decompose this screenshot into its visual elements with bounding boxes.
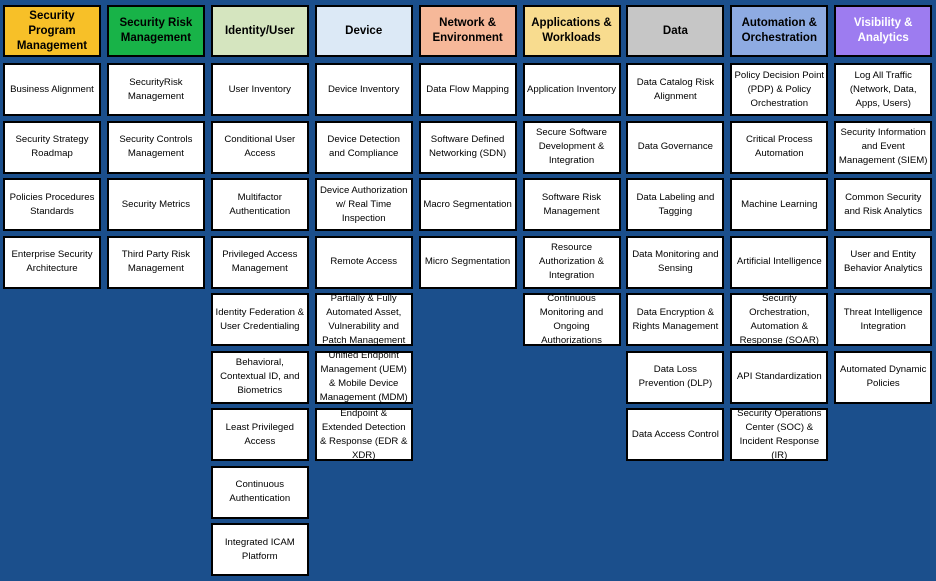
capability-list: Policy Decision Point (PDP) & Policy Orc… xyxy=(730,63,829,461)
capability-cell: Multifactor Authentication xyxy=(210,178,309,231)
capability-cell: Policy Decision Point (PDP) & Policy Orc… xyxy=(730,63,829,116)
capability-cell: Application Inventory xyxy=(522,63,621,116)
pillar-header-security-risk-management: Security Risk Management xyxy=(106,5,205,57)
pillar-header-device: Device xyxy=(314,5,413,57)
capability-cell: Automated Dynamic Policies xyxy=(834,350,933,404)
pillar-header-security-program-management: Security Program Management xyxy=(3,5,101,57)
capability-cell: Security Strategy Roadmap xyxy=(3,120,101,174)
capability-cell: Micro Segmentation xyxy=(418,235,517,289)
capability-cell: Continuous Authentication xyxy=(210,465,309,519)
capability-cell: Critical Process Automation xyxy=(730,120,829,174)
capability-cell: Third Party Risk Management xyxy=(106,235,205,289)
capability-cell: Log All Traffic (Network, Data, Apps, Us… xyxy=(834,63,933,116)
capability-cell: Enterprise Security Architecture xyxy=(3,235,101,289)
capability-cell: Endpoint & Extended Detection & Response… xyxy=(314,408,413,461)
capability-cell: Machine Learning xyxy=(730,178,829,231)
capability-cell: Device Authorization w/ Real Time Inspec… xyxy=(314,178,413,231)
capability-cell: Secure Software Development & Integratio… xyxy=(522,120,621,174)
capability-cell: Data Labeling and Tagging xyxy=(626,178,725,231)
capability-list: Log All Traffic (Network, Data, Apps, Us… xyxy=(834,63,933,404)
capability-cell: Security Operations Center (SOC) & Incid… xyxy=(730,408,829,461)
pillar-header-applications-workloads: Applications & Workloads xyxy=(522,5,621,57)
capability-cell: User and Entity Behavior Analytics xyxy=(834,235,933,289)
capability-cell: Artificial Intelligence xyxy=(730,235,829,289)
capability-cell: Data Encryption & Rights Management xyxy=(626,293,725,346)
capability-cell: Software Defined Networking (SDN) xyxy=(418,120,517,174)
capability-cell: Least Privileged Access xyxy=(210,408,309,461)
capability-cell: Remote Access xyxy=(314,235,413,289)
capability-cell: SecurityRisk Management xyxy=(106,63,205,116)
pillar-header-automation-orchestration: Automation & Orchestration xyxy=(730,5,829,57)
capability-cell: Device Detection and Compliance xyxy=(314,120,413,174)
capability-cell: Data Access Control xyxy=(626,408,725,461)
capability-cell: Data Loss Prevention (DLP) xyxy=(626,350,725,404)
capability-cell: Data Governance xyxy=(626,120,725,174)
capability-cell: User Inventory xyxy=(210,63,309,116)
capability-cell: Policies Procedures Standards xyxy=(3,178,101,231)
capability-cell: Privileged Access Management xyxy=(210,235,309,289)
capability-cell: Data Monitoring and Sensing xyxy=(626,235,725,289)
capability-cell: Security Information and Event Managemen… xyxy=(834,120,933,174)
capability-cell: Security Metrics xyxy=(106,178,205,231)
capability-cell: Continuous Monitoring and Ongoing Author… xyxy=(522,293,621,346)
capability-cell: Partially & Fully Automated Asset, Vulne… xyxy=(314,293,413,346)
capability-cell: Identity Federation & User Credentialing xyxy=(210,293,309,346)
capability-cell: Device Inventory xyxy=(314,63,413,116)
capability-cell: Software Risk Management xyxy=(522,178,621,231)
capability-cell: Business Alignment xyxy=(3,63,101,116)
capability-cell: Threat Intelligence Integration xyxy=(834,293,933,346)
pillar-header-identity-user: Identity/User xyxy=(210,5,309,57)
capability-cell: Resource Authorization & Integration xyxy=(522,235,621,289)
pillar-header-data: Data xyxy=(626,5,725,57)
capability-cell: Common Security and Risk Analytics xyxy=(834,178,933,231)
capability-cell: Data Catalog Risk Alignment xyxy=(626,63,725,116)
capability-cell: Security Controls Management xyxy=(106,120,205,174)
capability-cell: Unified Endpoint Management (UEM) & Mobi… xyxy=(314,350,413,404)
capability-cell: Conditional User Access xyxy=(210,120,309,174)
capability-cell: Behavioral, Contextual ID, and Biometric… xyxy=(210,350,309,404)
capability-cell: Macro Segmentation xyxy=(418,178,517,231)
capability-cell: Integrated ICAM Platform xyxy=(210,523,309,576)
capability-cell: Data Flow Mapping xyxy=(418,63,517,116)
capability-cell: Security Orchestration, Automation & Res… xyxy=(730,293,829,346)
capability-cell: API Standardization xyxy=(730,350,829,404)
pillar-header-visibility-analytics: Visibility & Analytics xyxy=(834,5,933,57)
pillar-header-network-environment: Network & Environment xyxy=(418,5,517,57)
